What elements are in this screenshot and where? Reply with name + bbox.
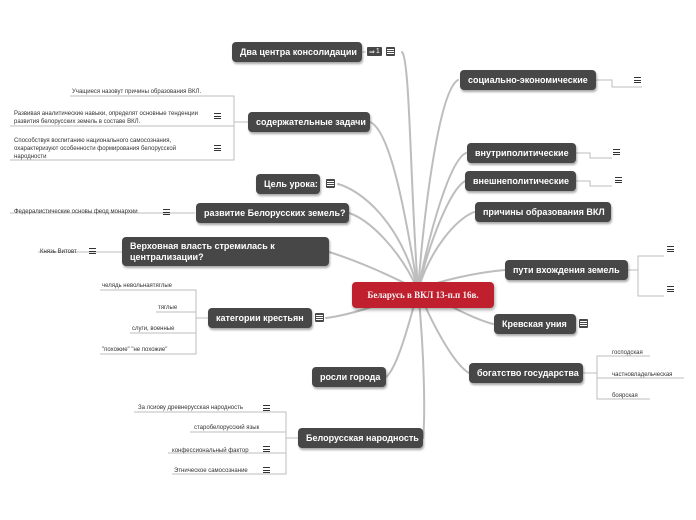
- node-supreme-power[interactable]: Верховная власть стремилась к централиза…: [122, 237, 329, 266]
- note-icon[interactable]: [634, 77, 641, 83]
- leaf-wealth-type: боярская: [612, 393, 638, 399]
- node-development-lands[interactable]: развитие Белорусских земель?: [196, 203, 349, 223]
- link-count: 1: [375, 48, 380, 55]
- note-icon[interactable]: [163, 209, 170, 215]
- node-socio-economic[interactable]: социально-экономические: [460, 70, 596, 90]
- leaf-wealth-type: господская: [612, 350, 643, 356]
- note-icon[interactable]: [214, 113, 221, 119]
- node-krevo-union[interactable]: Кревская уния: [494, 314, 576, 334]
- connector: [417, 211, 475, 291]
- node-peasant-categories[interactable]: категории крестьян: [208, 308, 312, 328]
- note-icon[interactable]: [667, 286, 674, 292]
- leaf-nation-factor: Этническое самосознание: [174, 468, 248, 474]
- connector: [369, 121, 419, 291]
- node-content-tasks[interactable]: содержательные задачи: [248, 112, 370, 132]
- link-badge[interactable]: ⇒ 1: [367, 47, 382, 56]
- note-icon[interactable]: [386, 47, 395, 56]
- connector: [417, 180, 466, 291]
- note-icon[interactable]: [613, 149, 620, 155]
- note-icon[interactable]: [615, 177, 622, 183]
- leaf-task-3: Способствуя воспитанию национального сам…: [14, 138, 177, 160]
- note-icon[interactable]: [214, 145, 221, 151]
- central-topic[interactable]: Беларусь в ВКЛ 13-п.п 16в.: [352, 282, 494, 308]
- note-icon[interactable]: [89, 248, 96, 254]
- leaf-peasant-category: слуги, военные: [132, 326, 175, 332]
- leaf-federal-basis: Федералистические основы феод монархии: [14, 209, 138, 215]
- node-two-centers[interactable]: Два центра консолидации: [232, 42, 362, 62]
- note-icon[interactable]: [667, 246, 674, 252]
- node-state-wealth[interactable]: богатство государства: [469, 363, 583, 383]
- leaf-wealth-type: частновладельческая: [612, 372, 673, 378]
- connector: [417, 289, 426, 439]
- note-icon[interactable]: [315, 313, 324, 322]
- leaf-vitovt: Князь Витовт: [40, 249, 77, 255]
- leaf-peasant-category: челядь невольнаятяглые: [102, 283, 173, 289]
- note-icon[interactable]: [326, 179, 335, 188]
- connector: [348, 212, 419, 291]
- node-belarusian-nation[interactable]: Белорусская народность: [298, 428, 423, 448]
- node-cities-grew[interactable]: росли города: [312, 367, 386, 387]
- leaf-nation-factor: конфессиональный фактор: [172, 448, 249, 454]
- node-vkl-reasons[interactable]: причины образования ВКЛ: [475, 202, 611, 222]
- note-icon[interactable]: [579, 319, 588, 328]
- leaf-nation-factor: старобелорусский язык: [194, 425, 260, 431]
- link-icon: ⇒: [369, 48, 375, 56]
- connector: [417, 79, 459, 291]
- leaf-peasant-category: тяглые: [158, 305, 178, 311]
- leaf-task-1: Учащиеся назовут причины образования ВКЛ…: [72, 89, 202, 95]
- leaf-nation-factor: За лсиову древнерусская народность: [138, 405, 243, 411]
- note-icon[interactable]: [263, 446, 270, 452]
- node-foreign-political[interactable]: внешнеполитические: [465, 171, 576, 191]
- node-land-entry-ways[interactable]: пути вхождения земель: [505, 260, 628, 280]
- note-icon[interactable]: [263, 405, 270, 411]
- note-icon[interactable]: [263, 467, 270, 473]
- node-lesson-goal[interactable]: Цель урока:: [256, 174, 320, 194]
- leaf-task-2: Развивая аналитические навыки, определят…: [14, 111, 198, 125]
- node-domestic-political[interactable]: внутриполитические: [467, 143, 576, 163]
- connector: [337, 183, 419, 291]
- leaf-peasant-category: "похожие" "не похожие": [102, 347, 168, 353]
- connector: [401, 51, 419, 291]
